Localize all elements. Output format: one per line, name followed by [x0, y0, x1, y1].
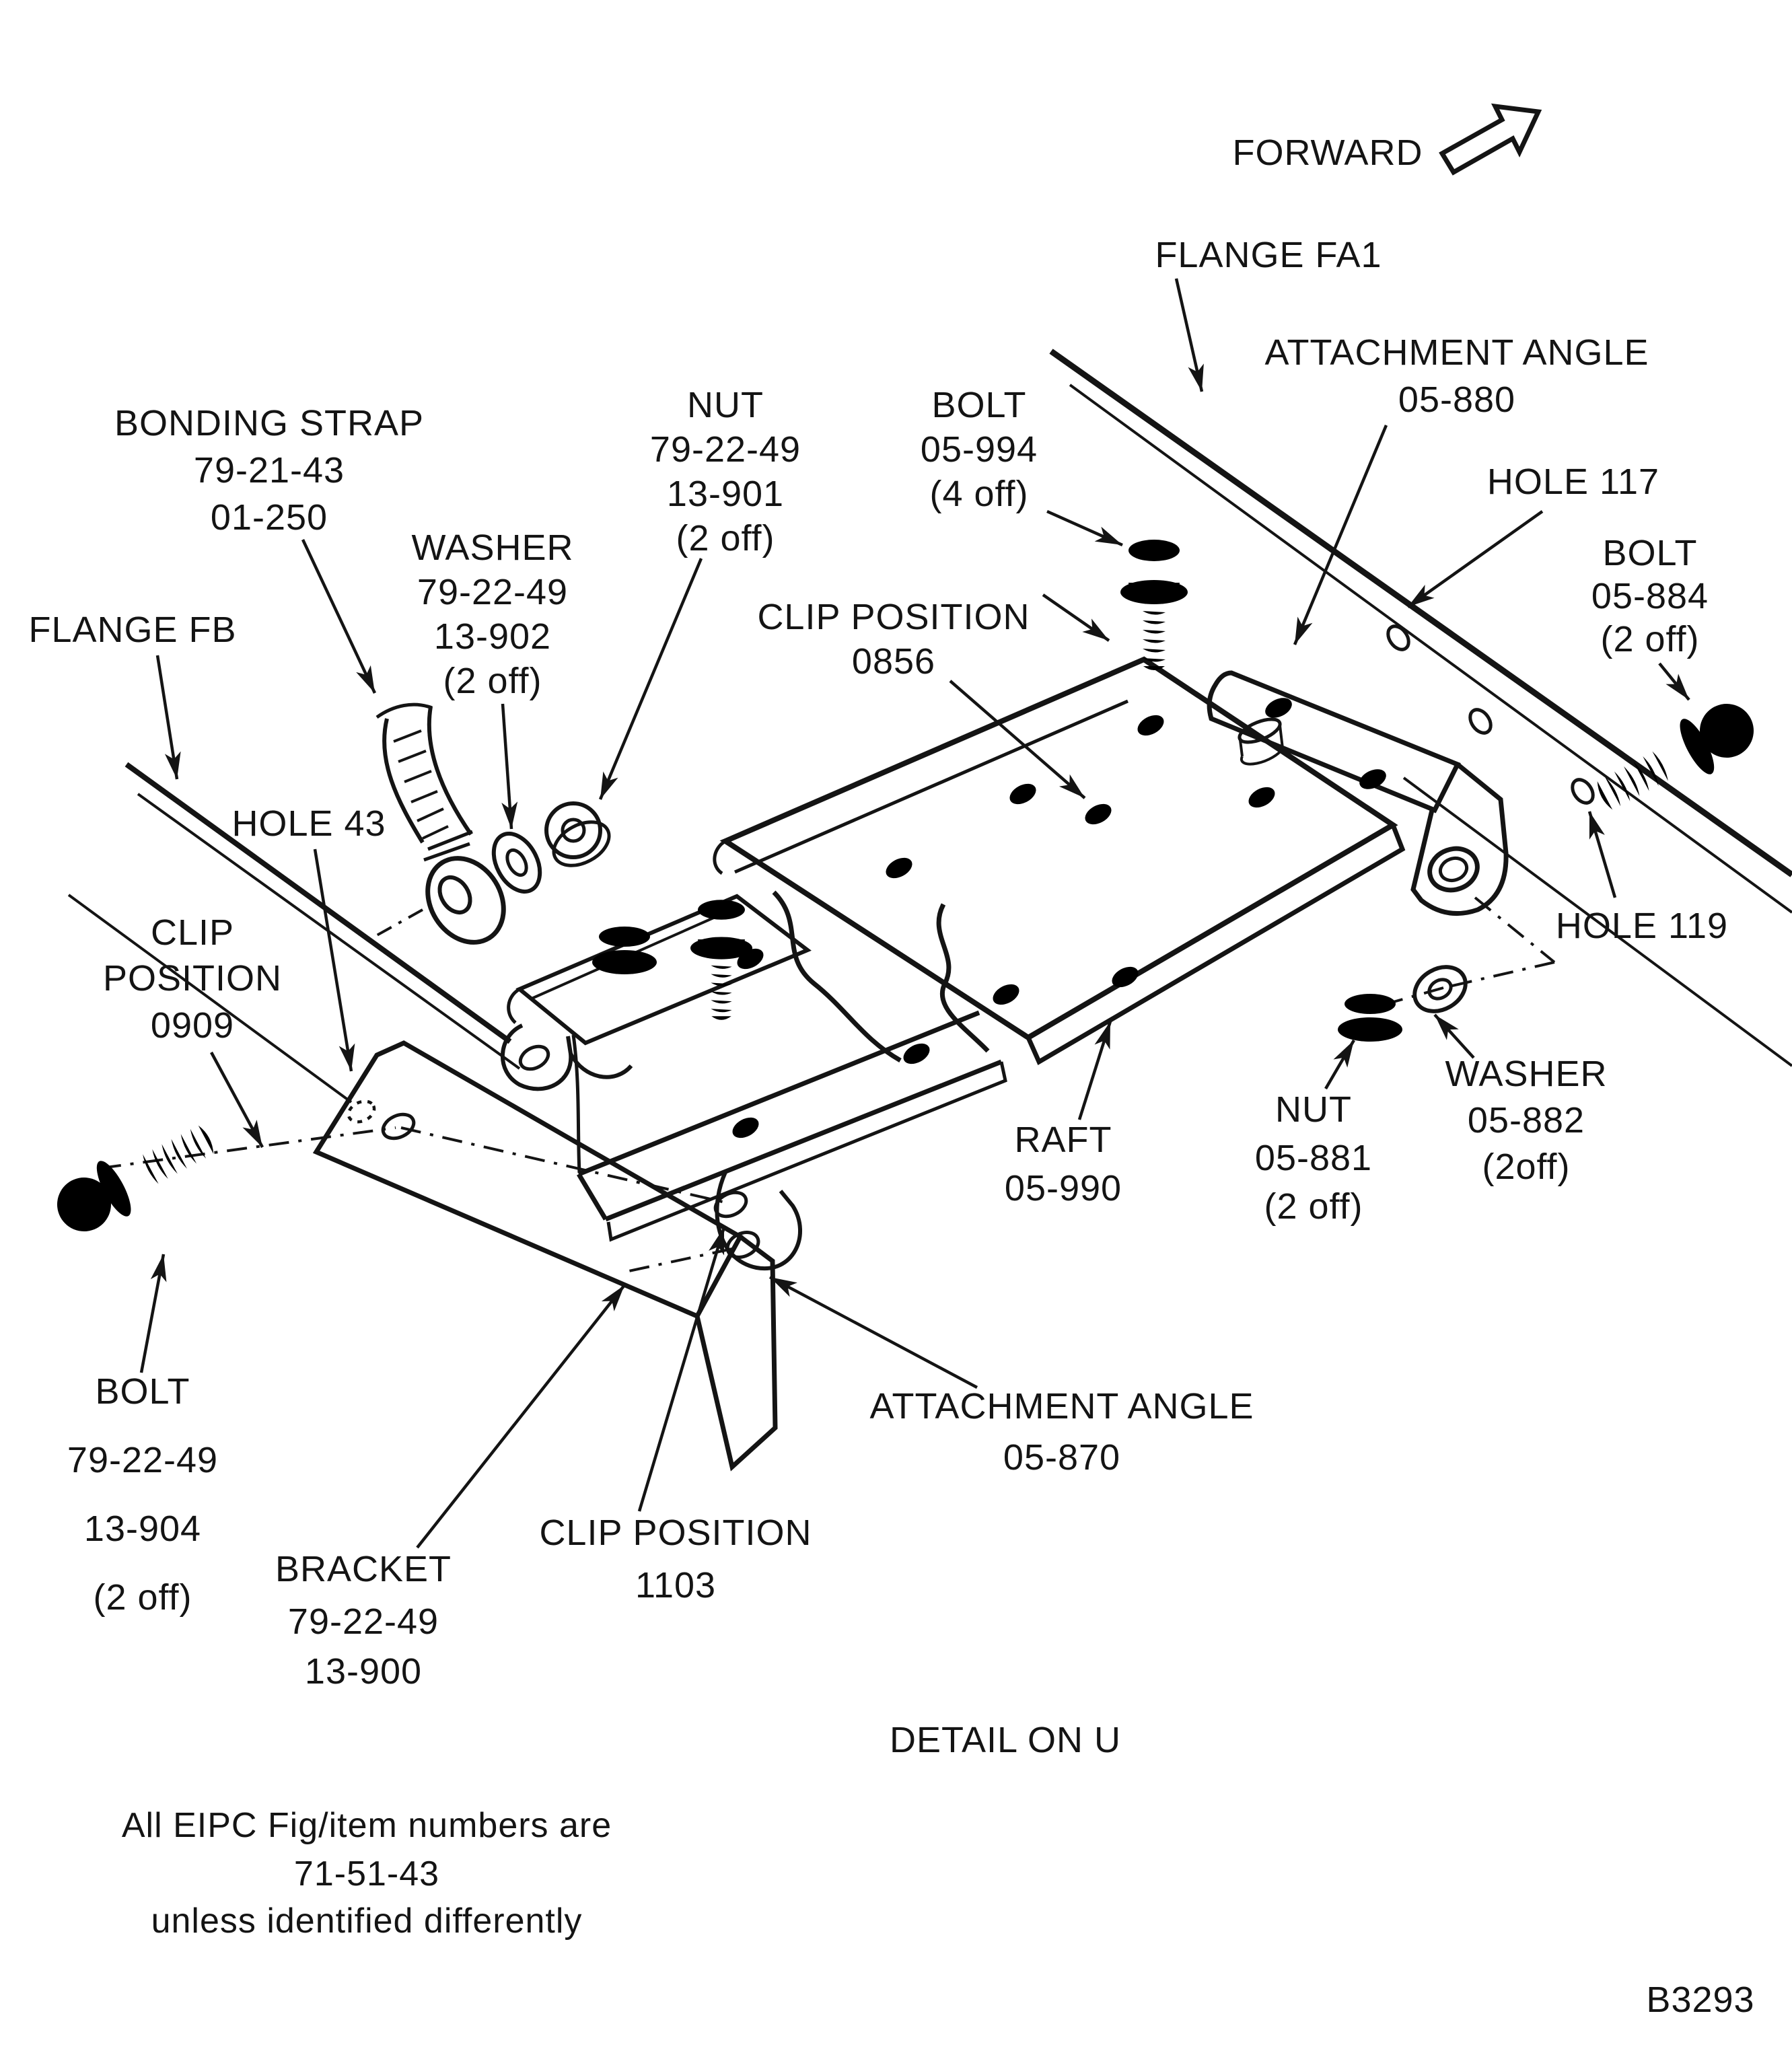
leader-attachment-angle-05-880: [1293, 425, 1388, 645]
flange-fb-label: FLANGE FB: [28, 610, 236, 650]
nut-05-881-label: (2 off): [1264, 1186, 1363, 1227]
footnote-line: 71-51-43: [294, 1854, 439, 1893]
leader-hole-43: [313, 848, 355, 1072]
leader-clip-0909: [210, 1051, 264, 1149]
bolt-05-994-label: (4 off): [929, 474, 1028, 514]
leader-raft: [1077, 1021, 1112, 1120]
bonding-strap-label: 01-250: [211, 497, 328, 538]
leader-clip-0856-a: [1042, 593, 1110, 642]
forward-label: FORWARD: [1233, 133, 1423, 173]
bolt-13-904-drawing: [46, 1111, 223, 1245]
leader-hole-117: [1406, 510, 1544, 608]
bracket-13-900-label: BRACKET: [275, 1549, 452, 1589]
bolt-05-884-label: BOLT: [1602, 533, 1697, 573]
leader-clip-1103: [637, 1227, 726, 1512]
leader-attachment-angle-05-870: [768, 1276, 978, 1389]
leader-nut-13-901: [598, 558, 703, 800]
hole-43-drawing: [347, 1099, 376, 1124]
attachment-angle-05-870-label: 05-870: [1003, 1437, 1120, 1478]
leader-bolt-13-904: [139, 1254, 167, 1373]
attachment-angle-05-880-label: ATTACHMENT ANGLE: [1264, 332, 1649, 373]
leader-lines: [139, 278, 1690, 1549]
leader-hole-119: [1587, 811, 1617, 898]
bolt-13-904-label: 79-22-49: [67, 1440, 218, 1480]
detail-note: DETAIL ON U: [890, 1720, 1121, 1760]
flange-holes: [1386, 624, 1595, 805]
clip-position-0909-label: POSITION: [103, 958, 282, 999]
bolt-05-884-label: 05-884: [1591, 576, 1709, 616]
leader-washer-05-882: [1433, 1013, 1475, 1059]
bolt-13-904-label: 13-904: [84, 1509, 201, 1549]
bonding-strap-label: BONDING STRAP: [114, 403, 424, 443]
bolt-05-994-label: 05-994: [921, 429, 1038, 470]
nut-13-901-label: NUT: [687, 385, 764, 425]
leader-clip-0856-b: [949, 680, 1086, 799]
nut-13-901-label: 79-22-49: [650, 429, 801, 470]
hole-119-label: HOLE 119: [1556, 906, 1728, 946]
leader-flange-fa1: [1174, 278, 1204, 392]
bolt-13-904-label: (2 off): [93, 1577, 192, 1618]
leader-bracket-13-900: [416, 1284, 626, 1549]
nut-13-901-drawing: [544, 801, 611, 867]
bonding-strap-label: 79-21-43: [194, 450, 345, 491]
forward-arrow-icon: [1439, 103, 1542, 176]
washer-05-882-drawing: [1412, 965, 1468, 1013]
channel-spline-nut-drawing: [592, 927, 657, 974]
washer-13-902-label: 79-22-49: [417, 572, 568, 612]
leader-bonding-strap: [301, 539, 377, 694]
nut-05-881-label: NUT: [1275, 1089, 1352, 1130]
attachment-angle-05-870-drawing: [501, 894, 1007, 1273]
hole-43-label: HOLE 43: [231, 803, 386, 844]
bolt-05-994-label: BOLT: [931, 385, 1026, 425]
nut-13-901-label: 13-901: [667, 474, 784, 514]
raft-05-990-label: 05-990: [1005, 1168, 1122, 1208]
clip-position-0909-label: 0909: [151, 1005, 234, 1046]
clip-position-0856-label: 0856: [852, 641, 935, 682]
leader-nut-05-881: [1324, 1039, 1355, 1090]
nut-05-881-drawing: [1338, 994, 1402, 1042]
clip-position-1103-label: 1103: [635, 1565, 716, 1605]
washer-13-902-label: 13-902: [434, 616, 551, 657]
attachment-angle-05-880-drawing: [1207, 670, 1556, 1005]
hole-118-drawing: [1468, 708, 1493, 735]
clip-position-0856-label: CLIP POSITION: [757, 597, 1030, 637]
bracket-13-900-label: 79-22-49: [288, 1601, 439, 1642]
washer-13-902-label: (2 off): [443, 661, 542, 701]
leader-bolt-05-884: [1658, 662, 1690, 701]
bonding-strap-drawing: [375, 702, 506, 945]
washer-13-902-label: WASHER: [411, 528, 573, 568]
leader-flange-fb: [155, 655, 181, 780]
raft-05-990-label: RAFT: [1015, 1120, 1112, 1160]
flange-fa1-drawing: [1049, 349, 1792, 1067]
washer-05-882-label: (2off): [1482, 1147, 1570, 1187]
attachment-angle-05-880-label: 05-880: [1398, 379, 1515, 420]
leader-bolt-05-994: [1046, 509, 1123, 547]
bolt-05-884-label: (2 off): [1600, 619, 1699, 659]
bolt-05-994-drawing: [1120, 539, 1188, 670]
bracket-13-900-drawing: [100, 1040, 778, 1472]
footnote-line: unless identified differently: [151, 1902, 583, 1941]
clip-position-1103-label: CLIP POSITION: [539, 1513, 812, 1553]
washer-05-882-label: WASHER: [1445, 1054, 1607, 1094]
footnote-line: All EIPC Fig/item numbers are: [122, 1806, 612, 1845]
hole-117-drawing: [1386, 624, 1410, 651]
washer-13-902-drawing: [491, 832, 542, 894]
clip-position-0909-label: CLIP: [151, 912, 234, 953]
flange-fa1-label: FLANGE FA1: [1155, 235, 1382, 275]
bolt-05-884-drawing: [1587, 691, 1765, 825]
hole-117-label: HOLE 117: [1487, 462, 1659, 502]
bracket-13-900-label: 13-900: [305, 1651, 422, 1692]
raft-05-990-drawing: [713, 656, 1406, 1065]
bolt-13-904-label: BOLT: [95, 1371, 190, 1412]
attachment-angle-05-870-label: ATTACHMENT ANGLE: [869, 1386, 1254, 1426]
leader-washer-13-902: [501, 703, 518, 830]
hole-119-drawing: [1571, 778, 1595, 805]
washer-05-882-label: 05-882: [1468, 1100, 1585, 1141]
drawing-number: B3293: [1646, 1980, 1754, 2020]
nut-05-881-label: 05-881: [1255, 1138, 1372, 1178]
nut-13-901-label: (2 off): [676, 518, 775, 558]
